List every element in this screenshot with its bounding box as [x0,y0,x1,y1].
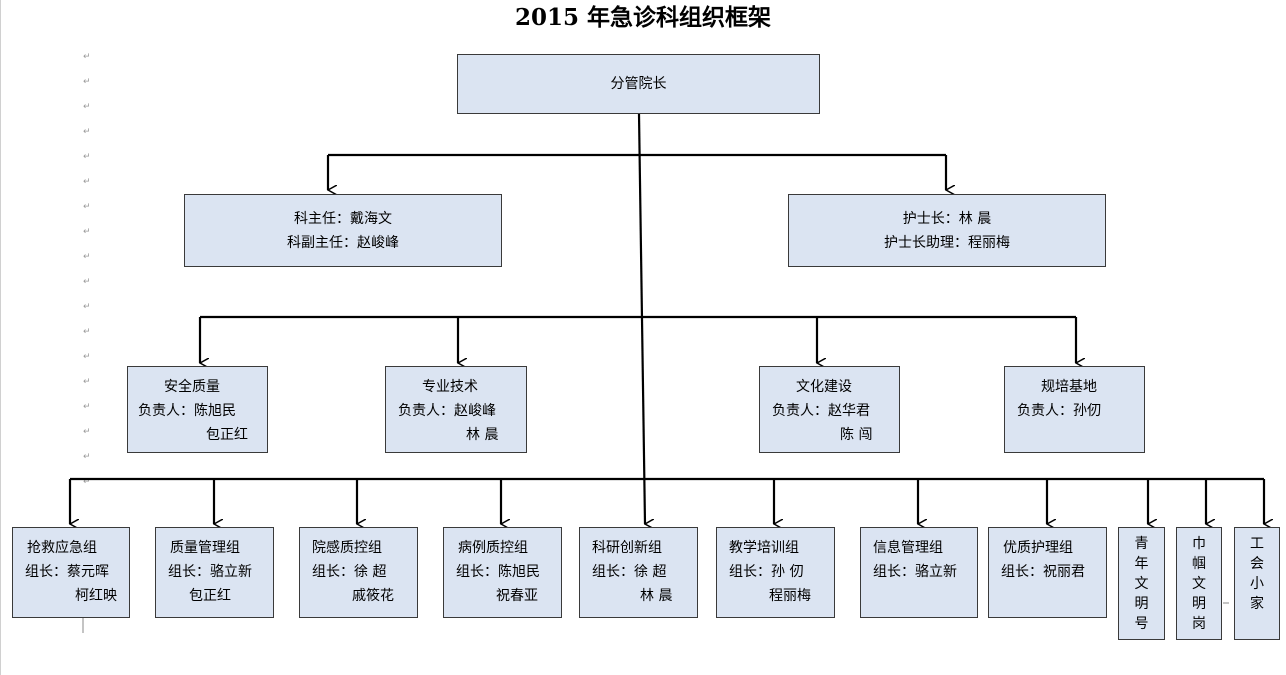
node-line: 林 晨 [640,588,673,604]
node-title: 病例质控组 [458,540,528,556]
paragraph-mark: ↵ [83,402,91,412]
node-title: 安全质量 [164,379,220,395]
node-line: 戚筱花 [352,588,394,604]
node-line: 程丽梅 [769,588,811,604]
paragraph-mark: ↵ [83,302,91,312]
node-line: 负责人：孙仞 [1017,403,1101,419]
node-title: 信息管理组 [873,540,943,556]
node-char: 会 [1250,556,1264,572]
paragraph-marks: ↵ ↵ ↵ ↵ ↵ ↵ ↵ ↵ ↵ ↵ ↵ ↵ ↵ ↵ ↵ ↵ ↵ ↵ [83,45,93,495]
node-char: 工 [1250,536,1264,552]
node-label: 分管院长 [610,76,667,92]
node-level4: 教学培训组 组长：孙 仞 程丽梅 [716,527,835,618]
paragraph-mark: ↵ [83,227,91,237]
node-char: 明 [1192,596,1206,612]
paragraph-mark: ↵ [83,152,91,162]
node-line: 组长：骆立新 [168,564,252,580]
node-line: 组长：徐 超 [312,564,387,580]
trunk-line [637,113,645,524]
node-char: 号 [1134,616,1149,632]
node-char: 小 [1250,576,1264,592]
node-title: 质量管理组 [170,540,240,556]
node-level3: 规培基地 负责人：孙仞 [1004,366,1145,453]
node-title: 文化建设 [796,379,852,395]
node-line: 护士长：林 晨 [902,211,992,227]
node-title: 抢救应急组 [27,540,97,556]
node-char: 文 [1134,576,1149,592]
node-title: 优质护理组 [1003,540,1073,556]
node-char: 年 [1134,556,1149,572]
paragraph-mark: ↵ [83,327,91,337]
node-head-nurse: 护士长：林 晨 护士长助理：程丽梅 [788,194,1106,267]
node-line: 组长：陈旭民 [456,564,540,580]
paragraph-mark: ↵ [83,52,91,62]
node-char: 青 [1134,536,1149,552]
node-line: 科副主任：赵峻峰 [287,235,399,251]
node-line: 护士长助理：程丽梅 [884,235,1010,251]
page-margin-line [0,0,1,675]
node-line: 组长：徐 超 [592,564,667,580]
paragraph-mark: ↵ [83,277,91,287]
node-level4: 科研创新组 组长：徐 超 林 晨 [579,527,698,618]
node-line: 柯红映 [75,588,117,604]
node-char: 家 [1250,596,1264,612]
node-line: 负责人：陈旭民 [138,403,236,419]
node-title: 院感质控组 [312,540,382,556]
node-level4: 抢救应急组 组长：蔡元晖 柯红映 [12,527,130,618]
node-department-director: 科主任：戴海文 科副主任：赵峻峰 [184,194,502,267]
page-title: 2015 年急诊科组织框架 [514,4,772,31]
node-line: 组长：骆立新 [873,564,957,580]
node-level3: 文化建设 负责人：赵华君 陈 闯 [759,366,900,453]
paragraph-mark: ↵ [83,427,91,437]
node-title: 科研创新组 [592,540,662,556]
paragraph-mark: ↵ [83,102,91,112]
node-level4-vertical: 巾 帼 文 明 岗 [1176,527,1222,640]
node-char: 文 [1192,576,1206,592]
node-char: 巾 [1192,536,1206,552]
node-level3: 专业技术 负责人：赵峻峰 林 晨 [385,366,527,453]
node-level4: 质量管理组 组长：骆立新 包正红 [155,527,274,618]
node-char: 明 [1134,596,1149,612]
node-line: 林 晨 [466,427,499,443]
paragraph-mark: ↵ [83,202,91,212]
node-level4-vertical: 工 会 小 家 [1234,527,1280,640]
paragraph-mark: ↵ [83,377,91,387]
paragraph-mark: ↵ [83,352,91,362]
node-line: 包正红 [189,588,231,604]
node-level4: 优质护理组 组长：祝丽君 [988,527,1107,618]
node-char: 岗 [1192,616,1206,632]
node-line: 科主任：戴海文 [294,211,392,227]
node-top: 分管院长 [457,54,820,114]
paragraph-mark: ↵ [83,177,91,187]
paragraph-mark: ↵ [83,77,91,87]
paragraph-mark: ↵ [83,452,91,462]
node-title: 教学培训组 [729,540,799,556]
paragraph-mark: ↵ [83,127,91,137]
node-line: 负责人：赵华君 [772,403,870,419]
node-line: 负责人：赵峻峰 [398,403,496,419]
paragraph-mark: ↵ [83,252,91,262]
node-title: 专业技术 [422,379,478,395]
node-line: 包正红 [206,427,248,443]
node-title: 规培基地 [1041,379,1097,395]
node-line: 祝春亚 [496,588,538,604]
node-line: 组长：孙 仞 [729,564,804,580]
node-level4: 信息管理组 组长：骆立新 [860,527,978,618]
paragraph-mark: ↵ [83,477,91,487]
node-level4-vertical: 青 年 文 明 号 [1118,527,1165,640]
node-char: 帼 [1192,556,1206,572]
node-level4: 院感质控组 组长：徐 超 戚筱花 [299,527,418,618]
node-line: 陈 闯 [840,427,873,443]
node-level4: 病例质控组 组长：陈旭民 祝春亚 [443,527,562,618]
node-line: 组长：祝丽君 [1001,564,1085,580]
node-line: 组长：蔡元晖 [25,564,109,580]
node-level3: 安全质量 负责人：陈旭民 包正红 [127,366,268,453]
